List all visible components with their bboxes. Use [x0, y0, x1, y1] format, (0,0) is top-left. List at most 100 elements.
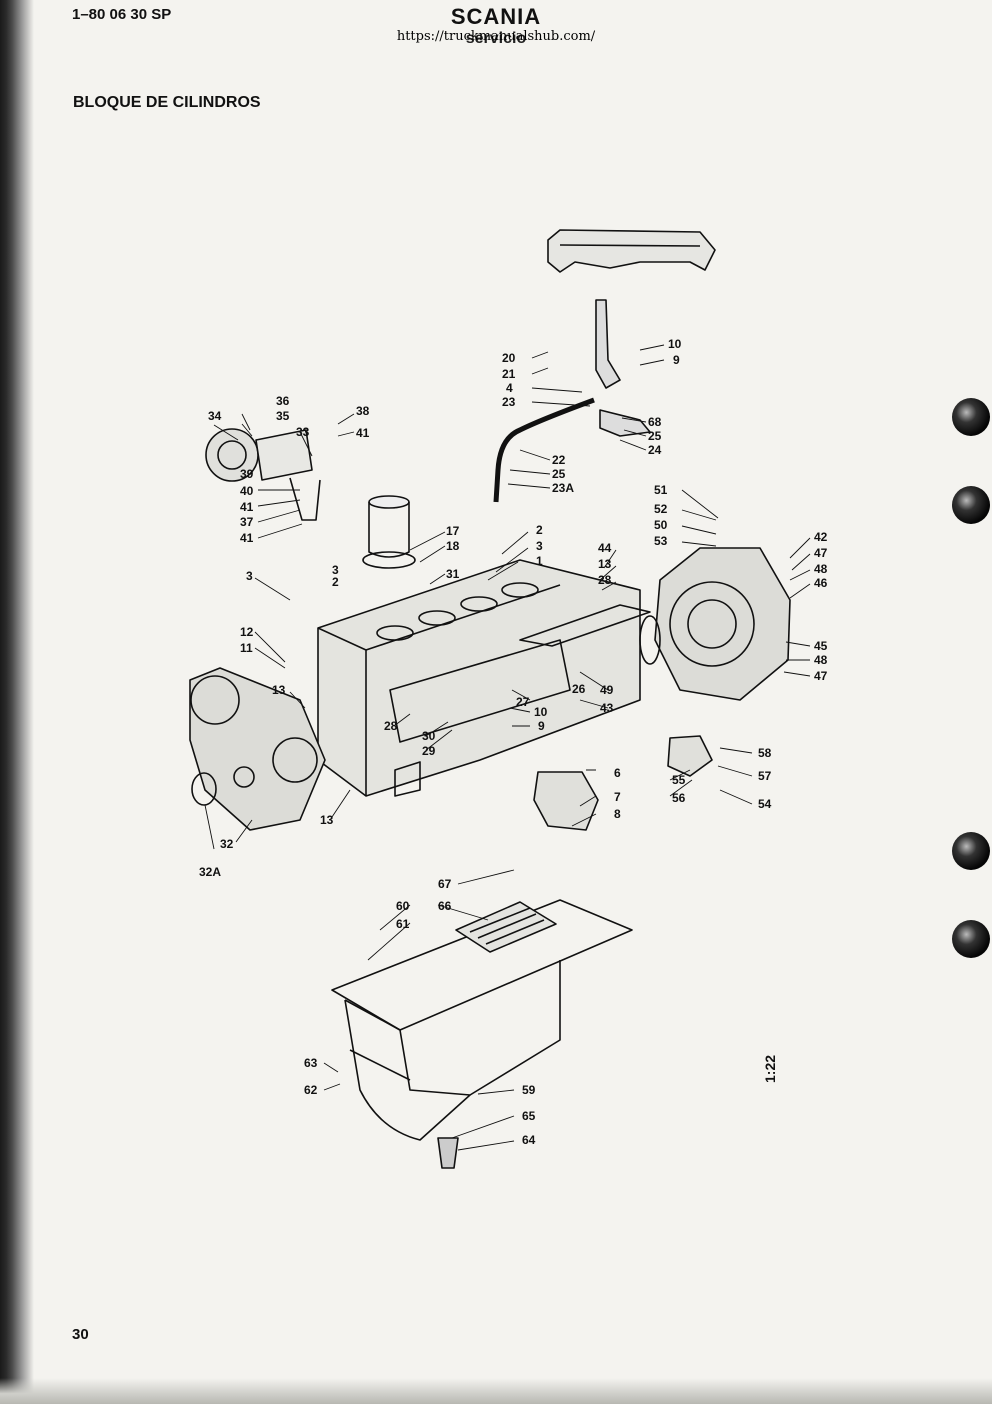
oil-pan-part — [331, 899, 633, 1169]
callout-60: 60 — [396, 899, 410, 913]
flywheel-housing-part — [639, 547, 791, 701]
callout-29: 29 — [422, 744, 436, 758]
callout-1: 1 — [536, 554, 543, 568]
brand-subtitle: servicio — [465, 30, 527, 47]
callout-47: 47 — [814, 546, 828, 560]
callout-37: 37 — [240, 515, 254, 529]
callout-9b: 9 — [538, 719, 545, 733]
callout-13: 13 — [272, 683, 286, 697]
callout-53: 53 — [654, 534, 668, 548]
callout-51: 51 — [654, 483, 668, 497]
engine-block-part — [317, 559, 641, 797]
callout-30: 30 — [422, 729, 436, 743]
callout-38: 38 — [356, 404, 370, 418]
callout-45: 45 — [814, 639, 828, 653]
callout-39: 39 — [240, 467, 254, 481]
cylinder-head-part — [547, 229, 716, 273]
page-code: 1–80 06 30 SP — [72, 6, 172, 23]
callout-17: 17 — [446, 524, 460, 538]
scan-bottom-edge — [0, 1378, 992, 1404]
callout-23: 23 — [502, 395, 516, 409]
callout-12: 12 — [240, 625, 254, 639]
section-title: BLOQUE DE CILINDROS — [73, 94, 261, 111]
binder-hole-2 — [952, 486, 990, 524]
callout-41c: 41 — [240, 531, 254, 545]
callout-32: 32 — [220, 837, 234, 851]
callout-21: 21 — [502, 367, 516, 381]
callout-64: 64 — [522, 1133, 536, 1147]
callout-7: 7 — [614, 790, 621, 804]
callout-40: 40 — [240, 484, 254, 498]
leader-lines — [204, 344, 811, 1151]
callout-3: 3 — [536, 539, 543, 553]
callout-52: 52 — [654, 502, 668, 516]
callout-62: 62 — [304, 1083, 318, 1097]
callout-34: 34 — [208, 409, 222, 423]
callout-43: 43 — [600, 701, 614, 715]
binder-hole-4 — [952, 920, 990, 958]
callout-50: 50 — [654, 518, 668, 532]
callout-55: 55 — [672, 773, 686, 787]
callout-4: 4 — [506, 381, 513, 395]
callout-9: 9 — [673, 353, 680, 367]
callout-65: 65 — [522, 1109, 536, 1123]
callout-23A: 23A — [552, 481, 574, 495]
callout-35: 35 — [276, 409, 290, 423]
page-number: 30 — [72, 1326, 89, 1343]
callout-8: 8 — [614, 807, 621, 821]
binder-hole-3 — [952, 832, 990, 870]
gasket-part — [519, 604, 651, 647]
callout-67: 67 — [438, 877, 452, 891]
scan-left-edge — [0, 0, 34, 1404]
callout-27: 27 — [516, 695, 530, 709]
callout-46: 46 — [814, 576, 828, 590]
callout-48: 48 — [814, 562, 828, 576]
callout-3b: 3 — [332, 563, 339, 577]
callout-57: 57 — [758, 769, 772, 783]
callout-56: 56 — [672, 791, 686, 805]
brand-logo-text: SCANIA — [450, 4, 542, 29]
callout-25: 25 — [648, 429, 662, 443]
callout-36: 36 — [276, 394, 290, 408]
figure-number: 1:22 — [762, 1054, 778, 1083]
oil-pipe-part — [493, 299, 651, 503]
callout-41: 41 — [356, 426, 370, 440]
cover-plate-part — [455, 901, 557, 953]
callout-68: 68 — [648, 415, 662, 429]
callout-13c: 13 — [598, 557, 612, 571]
callout-22: 22 — [552, 453, 566, 467]
callout-18: 18 — [446, 539, 460, 553]
callout-6: 6 — [614, 766, 621, 780]
callout-24: 24 — [648, 443, 662, 457]
callout-28b: 28 — [384, 719, 398, 733]
turbo-housing-part — [205, 428, 321, 521]
callout-58: 58 — [758, 746, 772, 760]
callout-2b: 2 — [332, 575, 339, 589]
callout-25b: 25 — [552, 467, 566, 481]
callout-59: 59 — [522, 1083, 536, 1097]
callout-61: 61 — [396, 917, 410, 931]
callout-13b: 13 — [320, 813, 334, 827]
callout-32A: 32A — [199, 865, 221, 879]
callout-49: 49 — [600, 683, 614, 697]
callout-47b: 47 — [814, 669, 828, 683]
callout-2: 2 — [536, 523, 543, 537]
callout-48b: 48 — [814, 653, 828, 667]
bearing-cap-part — [533, 735, 713, 831]
callout-66: 66 — [438, 899, 452, 913]
callout-31: 31 — [446, 567, 460, 581]
binder-hole-1 — [952, 398, 990, 436]
callout-41b: 41 — [240, 500, 254, 514]
callout-33: 33 — [296, 425, 310, 439]
source-url: https://truckmanualshub.com/ — [396, 29, 596, 44]
callout-26: 26 — [572, 682, 586, 696]
callout-11: 11 — [240, 641, 253, 655]
callout-42: 42 — [814, 530, 828, 544]
timing-cover-part — [189, 667, 326, 831]
callout-54: 54 — [758, 797, 772, 811]
callout-3c: 3 — [246, 569, 253, 583]
callout-28: 28 — [598, 573, 612, 587]
callout-44: 44 — [598, 541, 612, 555]
callout-20: 20 — [502, 351, 516, 365]
